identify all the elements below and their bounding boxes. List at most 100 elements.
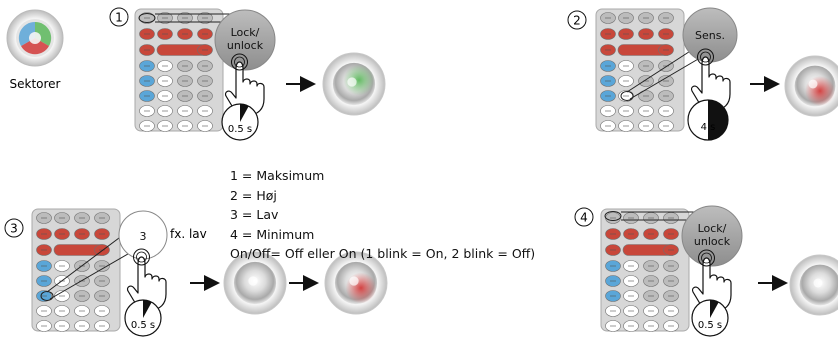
- remote-button: [197, 105, 213, 117]
- remote-button: [658, 75, 674, 87]
- remote-button: [663, 260, 679, 272]
- remote-button: [36, 228, 52, 240]
- step-4-number: 4: [574, 207, 594, 227]
- remote-button: [197, 75, 213, 87]
- sensor-led-off: [223, 251, 287, 315]
- timer-label: 4 s: [701, 122, 716, 133]
- remote-button: [157, 120, 173, 132]
- remote-button: [605, 244, 621, 256]
- step-3-number: 3: [4, 218, 24, 238]
- remote-button: [658, 28, 674, 40]
- step-1-number: 1: [109, 7, 129, 27]
- sensor-led-off: [789, 254, 838, 316]
- remote-button: [618, 75, 634, 87]
- timer-icon-step-4: 0.5 s: [691, 299, 729, 337]
- remote-button: [139, 44, 155, 56]
- remote-button: [638, 60, 654, 72]
- remote-button: [139, 60, 155, 72]
- remote-button: [638, 28, 654, 40]
- svg-text:2: 2: [573, 14, 581, 28]
- timer-label: 0.5 s: [131, 320, 155, 331]
- remote-button: [157, 90, 173, 102]
- example-label: fx. lav: [170, 227, 207, 241]
- svg-text:3: 3: [10, 222, 18, 236]
- remote-button: [36, 320, 52, 332]
- legend-line-1: 1 = Maksimum: [230, 168, 325, 183]
- timer-label: 0.5 s: [228, 124, 252, 135]
- remote-button: [605, 212, 621, 224]
- remote-button: [643, 320, 659, 332]
- remote-button: [658, 44, 674, 56]
- remote-button: [623, 275, 639, 287]
- remote-button: [605, 260, 621, 272]
- remote-button: [643, 212, 659, 224]
- remote-button: [177, 60, 193, 72]
- legend-line-3: 3 = Lav: [230, 207, 279, 222]
- remote-button: [658, 105, 674, 117]
- remote-button: [643, 275, 659, 287]
- remote-button: [618, 60, 634, 72]
- remote-button: [94, 244, 110, 256]
- remote-button: [36, 275, 52, 287]
- remote-button: [139, 120, 155, 132]
- remote-button: [638, 90, 654, 102]
- remote-button: [177, 12, 193, 24]
- sensor-led-green: [322, 52, 386, 116]
- svg-text:1: 1: [115, 11, 123, 25]
- remote-button: [94, 275, 110, 287]
- sensor-led-red: [324, 251, 388, 315]
- remote-control-step-2: [595, 8, 685, 132]
- remote-button: [139, 105, 155, 117]
- remote-control-step-4: [600, 208, 690, 332]
- remote-button: [197, 44, 213, 56]
- remote-button: [638, 105, 654, 117]
- svg-text:Lock/: Lock/: [231, 26, 260, 39]
- remote-button: [605, 290, 621, 302]
- remote-button: [36, 260, 52, 272]
- remote-button: [94, 212, 110, 224]
- remote-button: [618, 105, 634, 117]
- svg-text:3: 3: [140, 230, 147, 243]
- arrow-icon: [190, 76, 788, 291]
- sensitivity-legend: 1 = Maksimum 2 = Høj 3 = Lav 4 = Minimum…: [230, 166, 535, 264]
- remote-button: [600, 120, 616, 132]
- timer-label: 0.5 s: [698, 320, 722, 331]
- remote-button: [94, 290, 110, 302]
- remote-button: [623, 290, 639, 302]
- remote-button: [658, 12, 674, 24]
- svg-text:Lock/: Lock/: [698, 222, 727, 235]
- remote-button: [54, 260, 70, 272]
- timer-icon-step-3: 0.5 s: [124, 299, 162, 337]
- remote-button: [36, 212, 52, 224]
- remote-button: [157, 75, 173, 87]
- remote-button: [139, 75, 155, 87]
- remote-button: [663, 228, 679, 240]
- remote-button: [643, 228, 659, 240]
- remote-button: [618, 28, 634, 40]
- remote-button: [36, 305, 52, 317]
- remote-button: [663, 212, 679, 224]
- remote-button: [600, 12, 616, 24]
- remote-button: [623, 228, 639, 240]
- remote-button: [157, 60, 173, 72]
- timer-icon-step-2: 4 s: [687, 99, 729, 141]
- remote-button: [600, 90, 616, 102]
- remote-button: [94, 320, 110, 332]
- remote-button: [623, 305, 639, 317]
- remote-button: [605, 228, 621, 240]
- button-bubble-lock-unlock-1: Lock/ unlock: [214, 9, 276, 71]
- remote-button: [600, 105, 616, 117]
- svg-text:4: 4: [580, 211, 588, 225]
- remote-button: [663, 244, 679, 256]
- remote-button: [623, 260, 639, 272]
- remote-button: [197, 90, 213, 102]
- remote-button: [618, 120, 634, 132]
- remote-button: [658, 90, 674, 102]
- legend-line-2: 2 = Høj: [230, 187, 277, 203]
- remote-button: [177, 120, 193, 132]
- remote-button: [157, 12, 173, 24]
- remote-button: [638, 12, 654, 24]
- svg-text:unlock: unlock: [694, 235, 731, 248]
- step-2-number: 2: [567, 10, 587, 30]
